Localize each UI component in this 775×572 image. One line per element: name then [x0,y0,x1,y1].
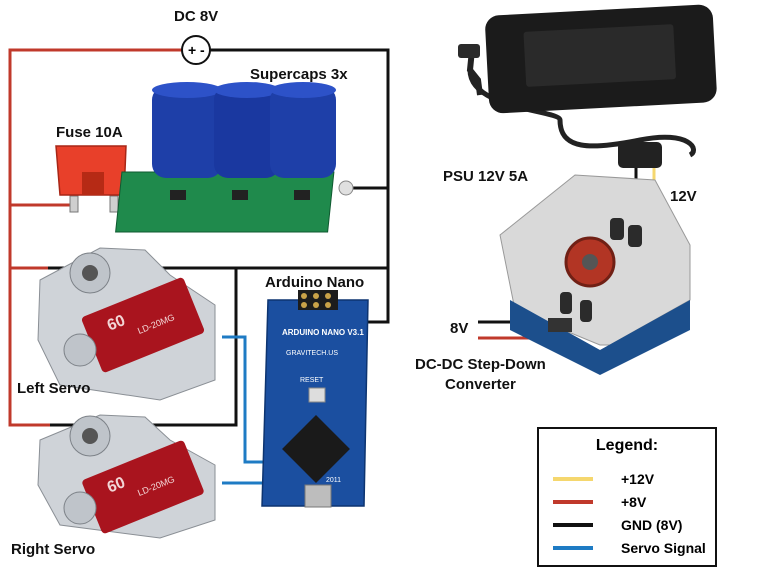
supercaps-label: Supercaps 3x [250,66,348,83]
psu-image [458,4,717,168]
legend-label-12v: +12V [621,471,655,487]
legend-label-8v: +8V [621,494,647,510]
wire-signal-left [222,335,278,464]
arduino-board-text: ARDUINO NANO V3.1 [282,328,364,337]
legend-item-signal: Servo Signal [553,538,706,558]
converter-label-line2: Converter [445,376,516,393]
legend-box: Legend: +12V +8V GND (8V) Servo Signal [537,427,717,567]
converter-input-label: 8V [450,320,469,337]
fuse-label: Fuse 10A [56,124,123,141]
converter-label-line1: DC-DC Step-Down [415,356,546,373]
arduino-maker-text: GRAVITECH.US [286,350,338,357]
arduino-year-text: 2011 [326,477,341,484]
left-servo-number: 60 [105,312,128,334]
right-servo-label: Right Servo [11,541,96,558]
legend-item-8v: +8V [553,492,646,512]
dc-minus-sign: - [200,42,205,58]
converter-image [499,174,691,375]
supercap-2 [214,82,280,178]
legend-swatch-8v [553,500,593,504]
wire-gnd-main [210,48,390,324]
supercap-3 [270,82,336,178]
right-servo-number: 60 [105,474,128,496]
fuse-image [55,145,127,213]
wire-8v-main [8,48,182,427]
arduino-reset-text: RESET [300,377,324,384]
legend-label-signal: Servo Signal [621,540,706,556]
supercaps-image [115,82,354,233]
legend-title: Legend: [595,437,659,454]
legend-swatch-signal [553,546,593,550]
legend-item-12v: +12V [553,469,654,489]
left-servo-label: Left Servo [17,380,91,397]
legend-label-gnd: GND (8V) [621,517,683,533]
psu-label: PSU 12V 5A [443,168,529,185]
dc-source-symbol: + - [181,35,211,65]
right-servo-image: 60 LD-20MG [37,414,216,539]
dc-source-label: DC 8V [174,8,219,25]
supercap-1 [152,82,222,178]
psu-output-label: 12V [670,188,697,205]
arduino-nano-image: ARDUINO NANO V3.1 GRAVITECH.US RESET 201… [261,290,369,508]
legend-swatch-12v [553,477,593,481]
arduino-label: Arduino Nano [265,274,365,291]
dc-plus-sign: + [188,42,196,58]
legend-item-gnd: GND (8V) [553,515,682,535]
left-servo-image: 60 LD-20MG [37,247,216,401]
legend-swatch-gnd [553,523,593,527]
